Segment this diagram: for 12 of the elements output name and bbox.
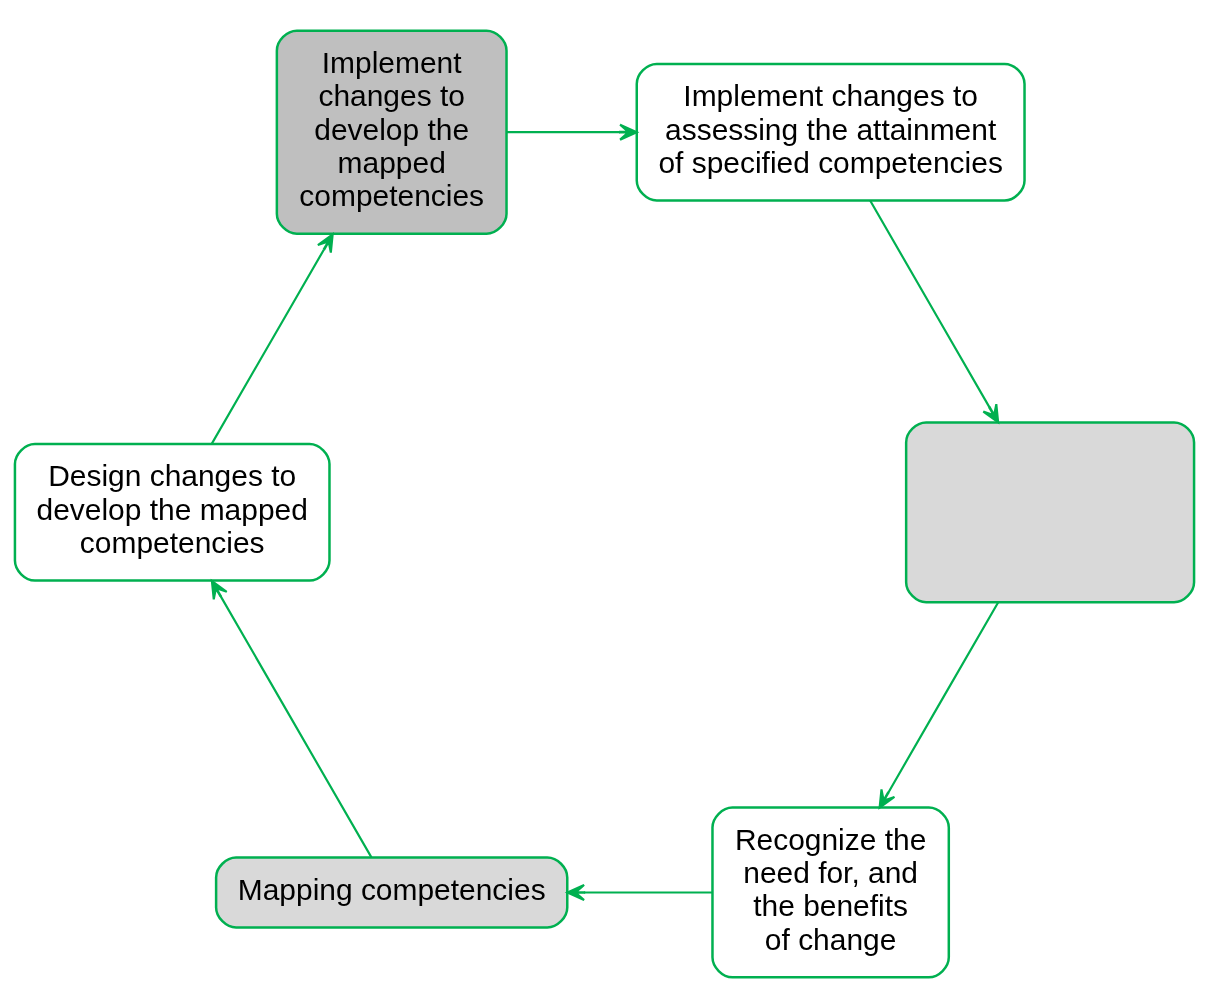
arrow bbox=[507, 123, 638, 141]
arrow bbox=[210, 579, 373, 858]
node-box: Implement changes to develop the mapped competencies bbox=[275, 28, 508, 235]
node-box: Mapping competencies bbox=[214, 855, 569, 929]
node-box bbox=[904, 420, 1196, 603]
node-box: Recognize the need for, and the benefits of change bbox=[711, 805, 951, 979]
arrow bbox=[869, 199, 1000, 423]
arrow bbox=[566, 883, 713, 901]
node-box: Implement changes to assessing the attainment of specified competencies bbox=[635, 62, 1026, 202]
node-box: Design changes to develop the mapped competencies bbox=[13, 442, 331, 582]
arrow bbox=[210, 232, 334, 444]
arrow bbox=[878, 601, 1000, 809]
